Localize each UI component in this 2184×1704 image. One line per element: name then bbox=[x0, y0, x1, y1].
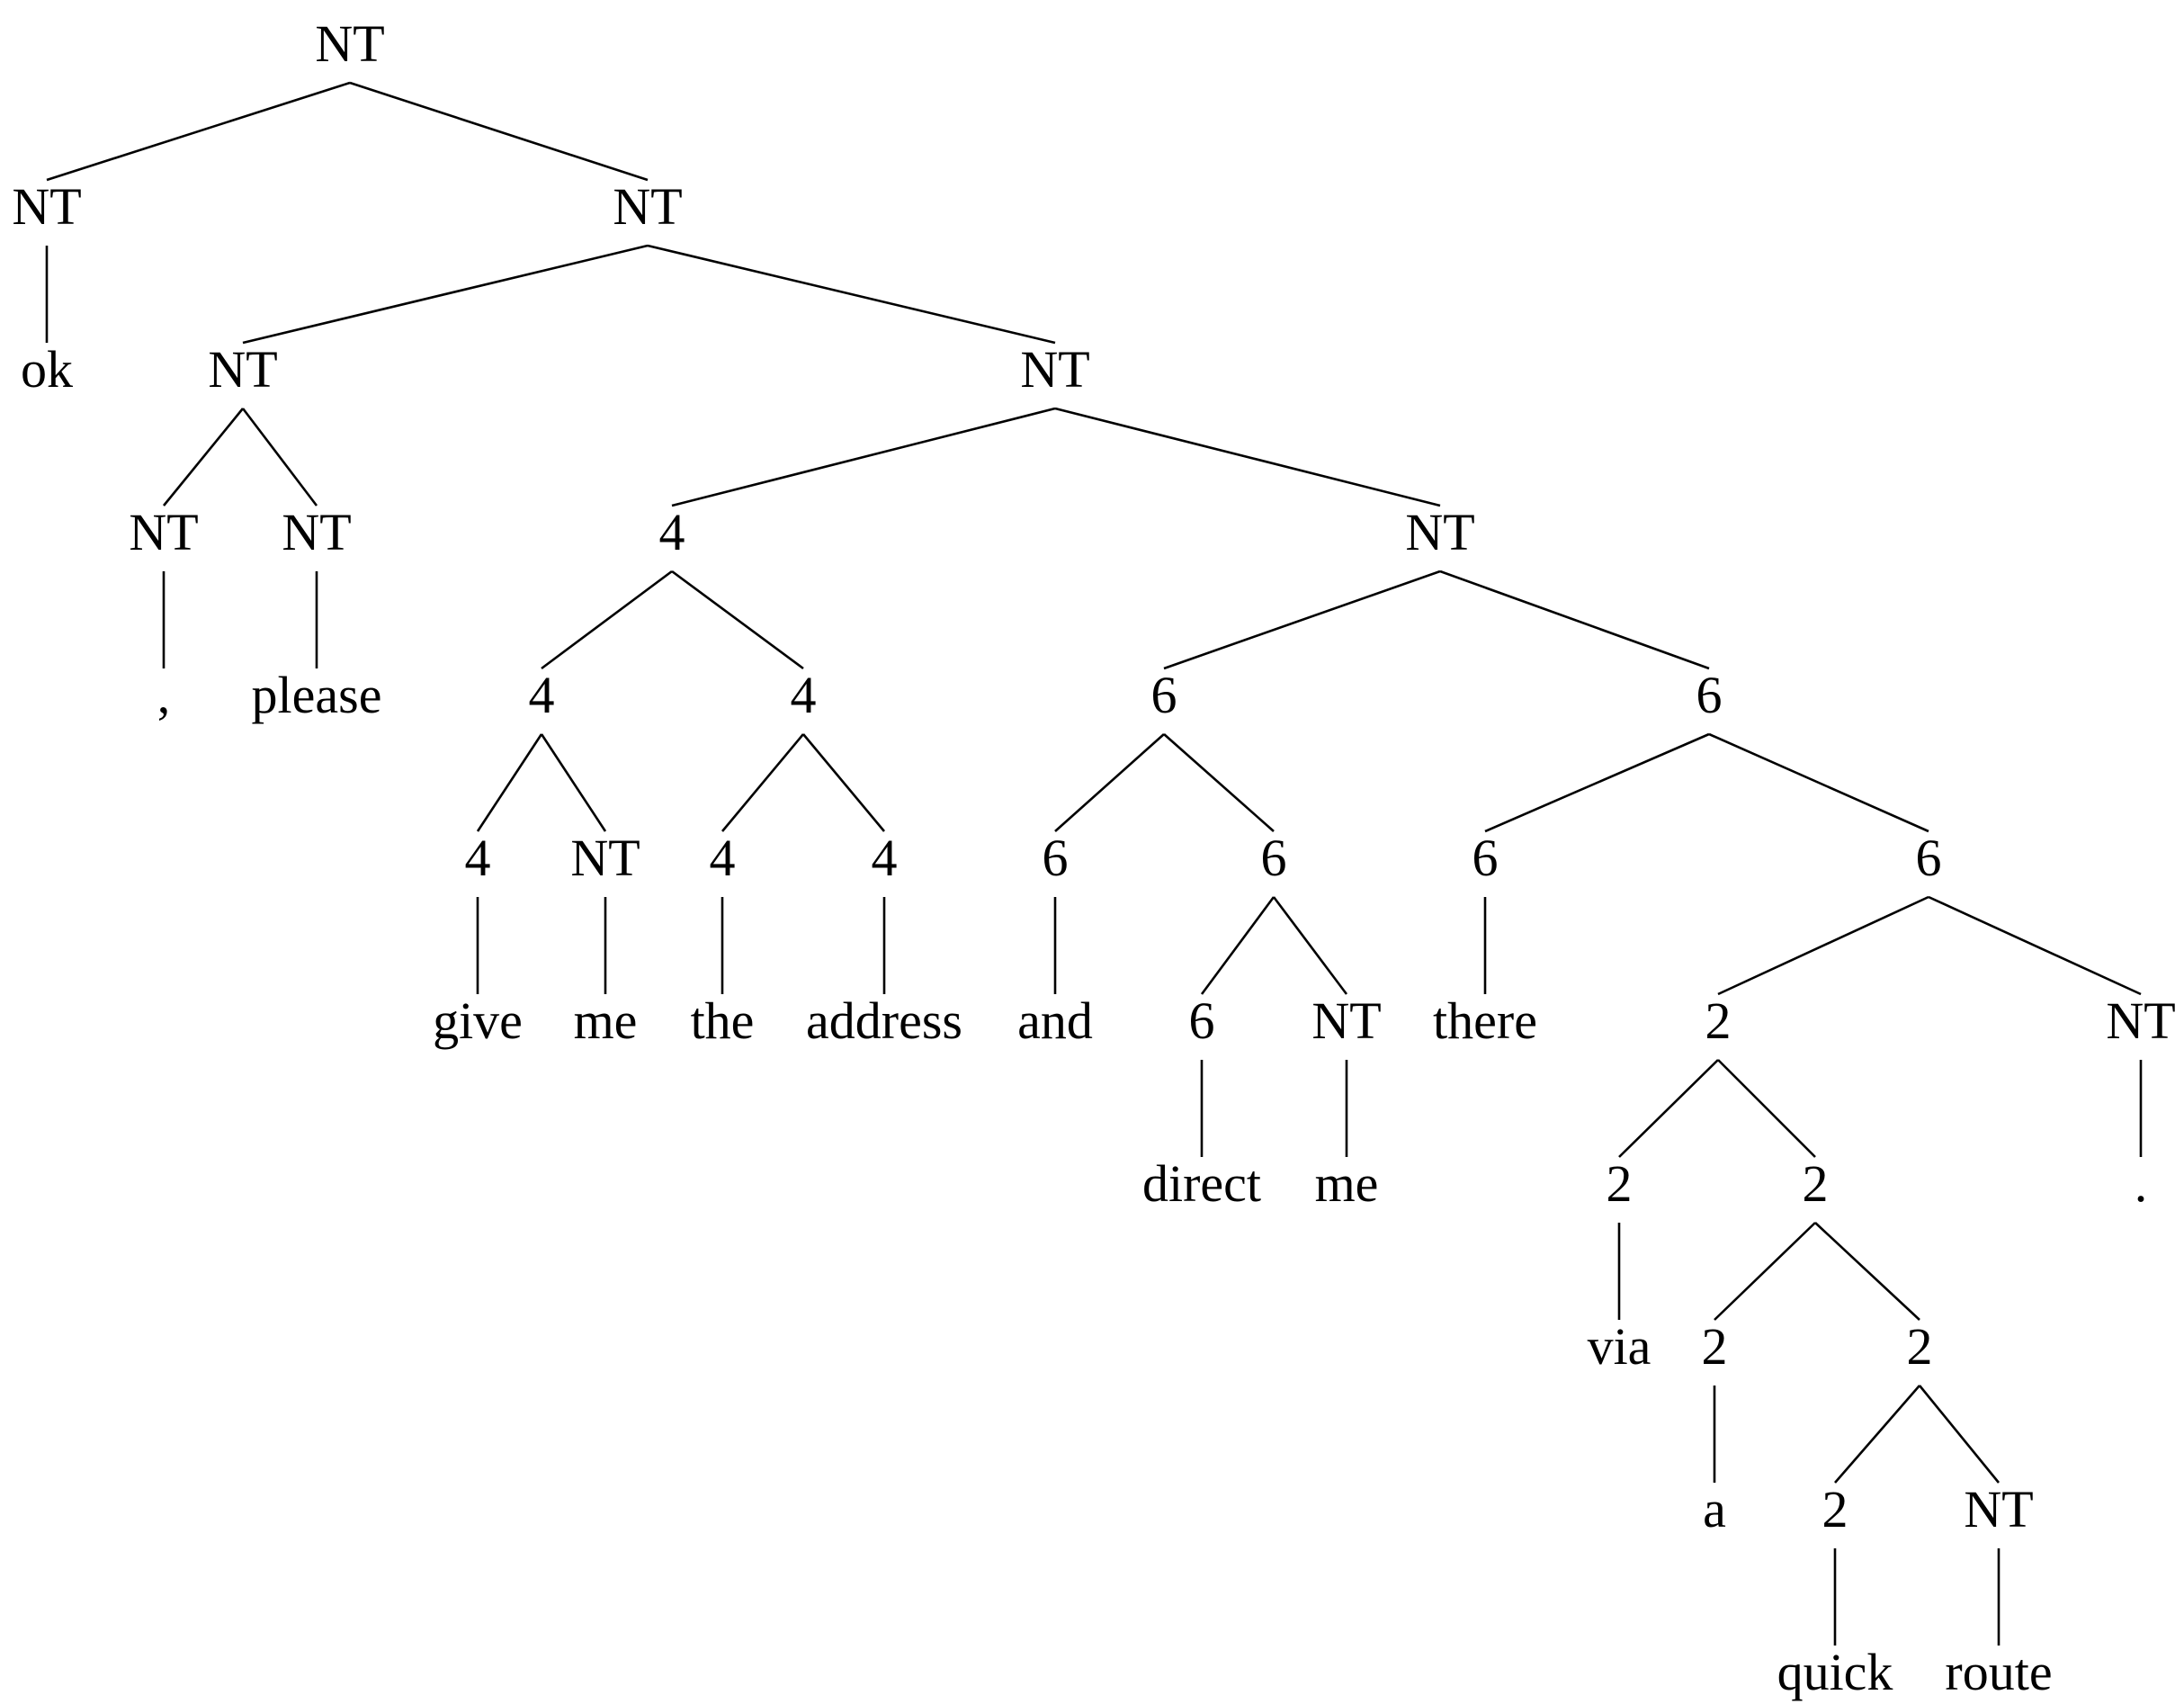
node-label-2: 2 bbox=[1907, 1317, 1933, 1376]
tree-edge bbox=[802, 733, 885, 832]
node-label-4: 4 bbox=[791, 666, 817, 724]
node-label-4: 4 bbox=[710, 829, 736, 887]
node-label-2: 2 bbox=[1607, 1154, 1633, 1213]
leaf-token-period: . bbox=[2135, 1154, 2148, 1213]
tree-edge bbox=[476, 733, 543, 832]
node-label-2: 2 bbox=[1702, 1317, 1728, 1376]
leaf-token-via: via bbox=[1588, 1317, 1651, 1376]
node-label-nt: NT bbox=[613, 177, 682, 236]
tree-edge bbox=[541, 569, 673, 670]
tree-edge bbox=[647, 244, 1056, 345]
tree-edge bbox=[241, 408, 318, 507]
tree-edge bbox=[46, 81, 351, 182]
tree-edge bbox=[1814, 1222, 1920, 1321]
leaf-token-give: give bbox=[433, 991, 523, 1050]
tree-edge bbox=[1200, 896, 1275, 995]
tree-edges bbox=[45, 81, 2143, 1646]
node-label-nt: NT bbox=[570, 829, 640, 887]
node-label-nt: NT bbox=[129, 503, 198, 561]
tree-node-labels: NTNTokNTNTNT,NTpleaseNT444giveNTme44the4… bbox=[12, 14, 2175, 1701]
node-label-nt: NT bbox=[1964, 1480, 2033, 1538]
leaf-token-direct: direct bbox=[1142, 1154, 1261, 1213]
leaf-token-route: route bbox=[1945, 1643, 2052, 1701]
node-label-nt: NT bbox=[315, 14, 384, 73]
node-label-6: 6 bbox=[1151, 666, 1177, 724]
tree-edge bbox=[162, 408, 245, 507]
tree-edge bbox=[1834, 1385, 1920, 1484]
tree-edge bbox=[1714, 1222, 1816, 1321]
tree-edge bbox=[671, 407, 1056, 507]
tree-edge bbox=[1618, 1059, 1719, 1158]
tree-edge bbox=[1484, 732, 1710, 833]
node-label-4: 4 bbox=[465, 829, 491, 887]
node-label-2: 2 bbox=[1822, 1480, 1848, 1538]
node-label-4: 4 bbox=[529, 666, 555, 724]
tree-edge bbox=[1708, 732, 1929, 833]
leaf-token-ok: ok bbox=[21, 340, 73, 399]
node-label-nt: NT bbox=[1020, 340, 1089, 399]
tree-edge bbox=[349, 81, 649, 182]
node-label-nt: NT bbox=[1311, 991, 1381, 1050]
leaf-token-and: and bbox=[1017, 991, 1093, 1050]
tree-edge bbox=[1918, 1385, 2001, 1484]
tree-edge bbox=[1163, 733, 1275, 832]
leaf-token-the: the bbox=[691, 991, 755, 1050]
tree-edge bbox=[1439, 569, 1710, 670]
tree-edge bbox=[540, 733, 607, 832]
tree-edge bbox=[1717, 895, 1929, 996]
leaf-token-comma: , bbox=[157, 666, 171, 724]
node-label-2: 2 bbox=[1803, 1154, 1829, 1213]
node-label-6: 6 bbox=[1696, 666, 1723, 724]
node-label-6: 6 bbox=[1472, 829, 1499, 887]
tree-edge bbox=[1717, 1059, 1816, 1158]
tree-edge bbox=[1054, 407, 1441, 507]
tree-edge bbox=[1928, 895, 2142, 996]
leaf-token-a: a bbox=[1703, 1480, 1726, 1538]
node-label-nt: NT bbox=[2106, 991, 2175, 1050]
node-label-2: 2 bbox=[1705, 991, 1732, 1050]
leaf-token-address: address bbox=[806, 991, 962, 1050]
leaf-token-please: please bbox=[252, 666, 382, 724]
tree-edge bbox=[1163, 569, 1441, 670]
node-label-6: 6 bbox=[1261, 829, 1287, 887]
tree-edge bbox=[1054, 733, 1165, 832]
leaf-token-me: me bbox=[574, 991, 638, 1050]
node-label-nt: NT bbox=[12, 177, 81, 236]
node-label-6: 6 bbox=[1916, 829, 1942, 887]
leaf-token-quick: quick bbox=[1777, 1643, 1893, 1701]
tree-edge bbox=[1272, 896, 1348, 995]
node-label-nt: NT bbox=[1405, 503, 1474, 561]
tree-edge bbox=[721, 733, 804, 832]
node-label-6: 6 bbox=[1043, 829, 1069, 887]
node-label-nt: NT bbox=[208, 340, 277, 399]
leaf-token-me: me bbox=[1315, 1154, 1379, 1213]
tree-edge bbox=[671, 569, 804, 670]
node-label-4: 4 bbox=[872, 829, 898, 887]
tree-edge bbox=[242, 244, 649, 345]
leaf-token-there: there bbox=[1433, 991, 1537, 1050]
node-label-6: 6 bbox=[1189, 991, 1215, 1050]
node-label-nt: NT bbox=[282, 503, 351, 561]
node-label-4: 4 bbox=[659, 503, 685, 561]
